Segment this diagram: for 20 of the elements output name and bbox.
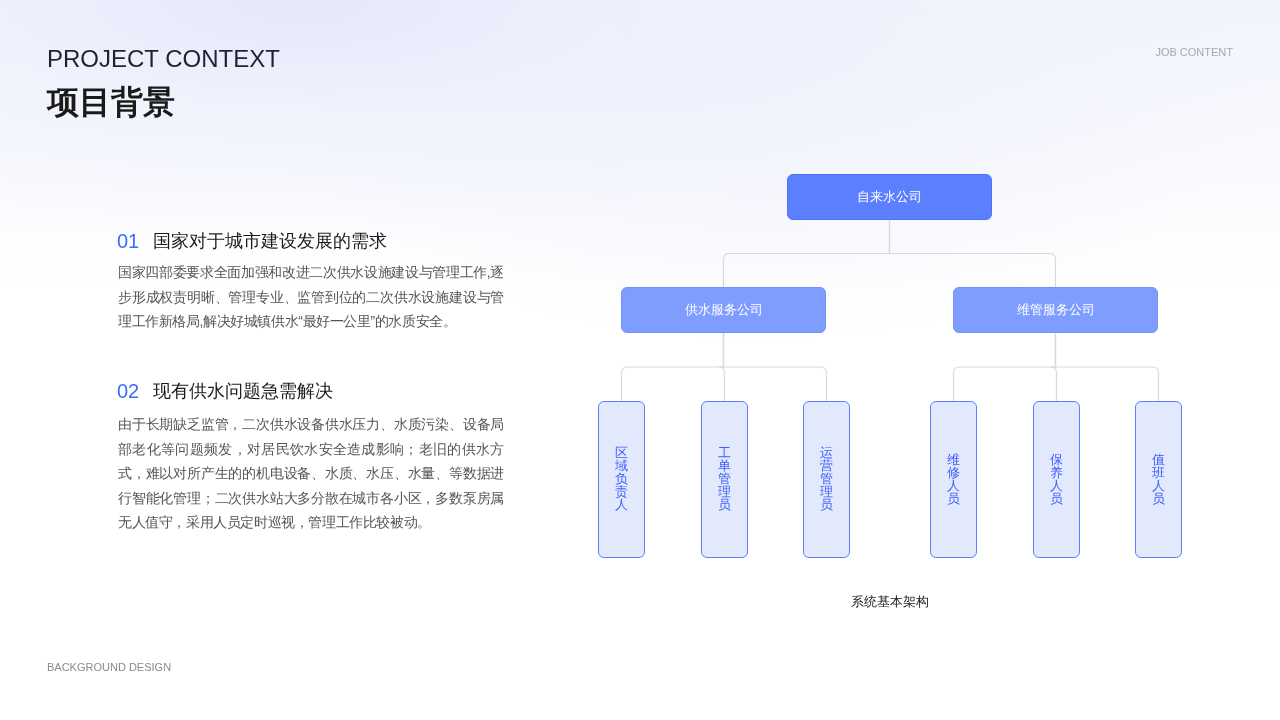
item-heading: 现有供水问题急需解决 (153, 380, 333, 403)
section-heading: PROJECT CONTEXT (47, 44, 280, 74)
org-box: 自来水公司 (787, 174, 992, 220)
role-box: 区域负责人 (598, 401, 645, 558)
role-box: 维修人员 (930, 401, 977, 558)
list-number: 01 (117, 229, 140, 253)
item-paragraph: 由于长期缺乏监管，二次供水设备供水压力、水质污染、设备局部老化等问题频发，对居民饮水安全造成影响；老旧的供水方式，难以对所产生的的机电设备、水质、水压、水量、等数据进行智能化管理；二次供水站大多分散在城市各小区，多数泵房属无人值守，采用人员定时巡视，管理工作比较被动。 (118, 415, 504, 532)
role-box: 保养人员 (1033, 401, 1080, 558)
role-box: 工单管理员 (701, 401, 748, 558)
item-heading: 国家对于城市建设发展的需求 (153, 230, 387, 253)
role-box: 运营管理员 (803, 401, 850, 558)
list-number: 02 (117, 379, 140, 403)
role-box: 值班人员 (1135, 401, 1182, 558)
item-paragraph: 国家四部委要求全面加强和改进二次供水设施建设与管理工作,逐步形成权责明晰、管理专业、监管到位的二次供水设施建设与管理工作新格局,解决好城镇供水“最好一公里”的水质安全。 (118, 263, 504, 331)
footer-note: BACKGROUND DESIGN (47, 660, 172, 674)
header-note: JOB CONTENT (1155, 45, 1233, 59)
org-box: 供水服务公司 (621, 287, 826, 333)
org-box: 维管服务公司 (953, 287, 1158, 333)
diagram-caption: 系统基本架构 (851, 594, 929, 610)
page-title: 项目背景 (47, 83, 175, 122)
